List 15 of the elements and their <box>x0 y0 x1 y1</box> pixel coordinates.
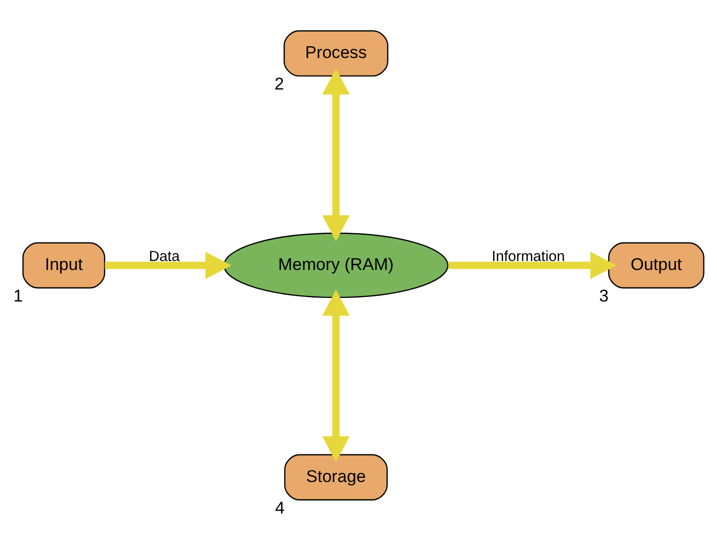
node-label: 1 <box>13 286 23 306</box>
arrow <box>322 68 350 242</box>
edge-label: Information <box>492 249 565 266</box>
node-ellipse: Memory (RAM) <box>223 232 448 298</box>
node-box: Storage <box>284 454 388 500</box>
node-box: Output <box>608 242 704 288</box>
node-box: Input <box>22 242 106 288</box>
arrow <box>104 252 232 280</box>
arrow <box>448 252 616 280</box>
edge-label: Data <box>148 249 180 266</box>
node-box: Process <box>284 30 388 77</box>
node-label: 4 <box>275 498 285 518</box>
node-label: 3 <box>599 286 609 306</box>
arrow <box>322 290 350 462</box>
node-label: 2 <box>274 74 284 94</box>
